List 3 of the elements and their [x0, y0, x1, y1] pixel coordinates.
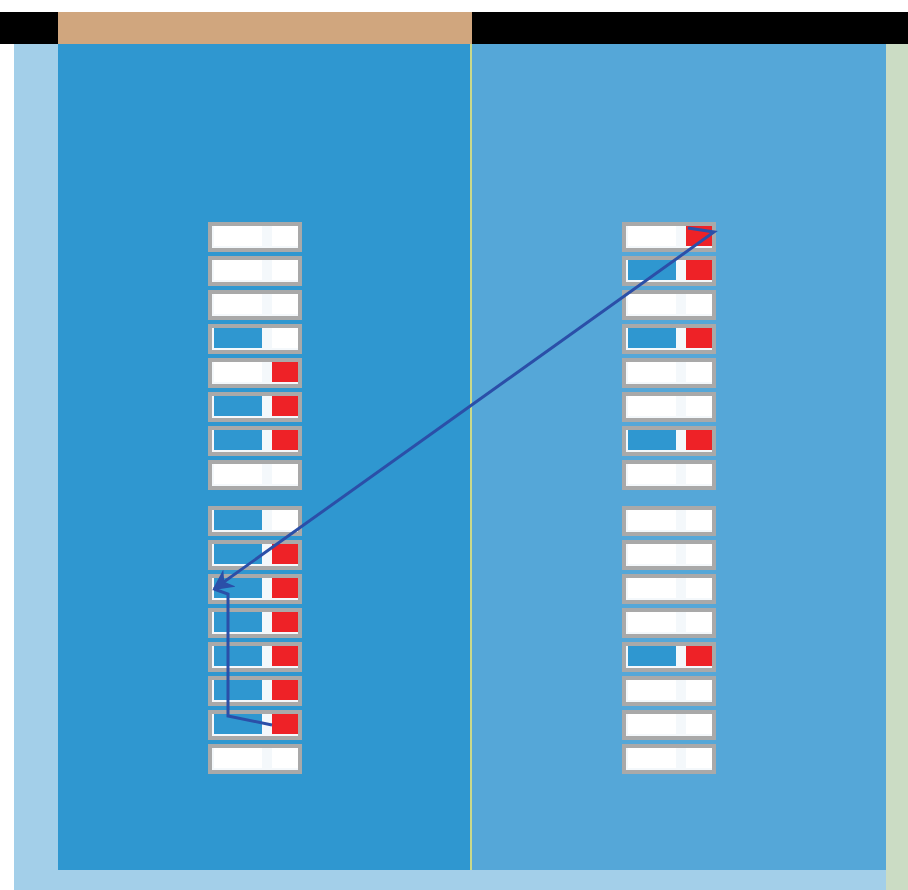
- connector-line: [213, 587, 273, 727]
- flag-cell: [272, 714, 298, 734]
- arrow: [212, 226, 718, 591]
